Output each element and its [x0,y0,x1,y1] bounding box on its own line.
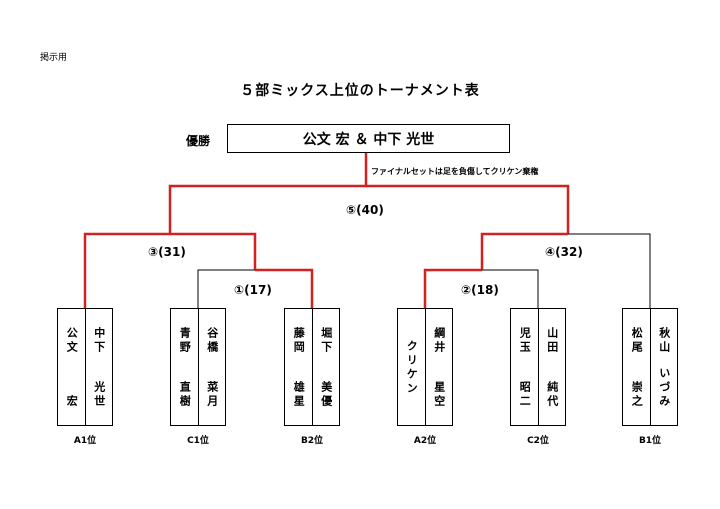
match-label-5: ⑤(40) [346,203,384,217]
seed-label-a1: A1位 [73,436,97,446]
corner-label: 掲示用 [40,53,68,63]
champion-names: 公文 宏 ＆ 中下 光世 [302,131,435,148]
page-title: ５部ミックス上位のトーナメント表 [240,83,480,99]
seed-label-c2: C2位 [527,436,549,446]
player-family: 山田 [545,327,559,355]
seed-label-c1: C1位 [187,436,209,446]
final-note: ファイナルセットは足を負傷してクリケン棄権 [371,167,539,176]
line-semi-right-black [568,233,651,308]
player-family: 青野 [178,327,192,355]
line-final-right [366,184,570,234]
team-box-c2: 児玉昭二 山田純代 [510,308,566,426]
player-family: クリケン [405,340,419,396]
player-family: 綱井 [432,327,446,355]
match-label-3: ③(31) [148,245,186,259]
player-given: 美優 [319,381,333,409]
match-label-1: ①(17) [234,283,272,297]
line-final-left [168,153,368,234]
team-box-b2: 藤岡雄星 堀下美優 [284,308,340,426]
seed-label-a2: A2位 [413,436,437,446]
player-given: 純代 [545,381,559,409]
player-given: いづみ [657,367,671,409]
player-given: 直樹 [178,381,192,409]
player-given: 菜月 [205,381,219,409]
line-m2-right [482,269,539,308]
line-m1-right-red [255,268,314,308]
seed-label-b1: B1位 [638,436,662,446]
line-semi-left-red [83,232,257,308]
champion-box: 公文 宏 ＆ 中下 光世 [227,124,510,153]
team-box-a2: クリケン 綱井星空 [397,308,453,426]
player-family: 児玉 [518,327,532,355]
player-family: 谷橋 [205,327,219,355]
team-box-c1: 青野直樹 谷橋菜月 [170,308,226,426]
player-family: 公文 [65,327,79,355]
player-given: 雄星 [292,381,306,409]
player-given: 光世 [92,381,106,409]
team-box-b1: 松尾崇之 秋山いづみ [622,308,678,426]
player-family: 秋山 [657,327,671,355]
player-given: 崇之 [630,381,644,409]
seed-label-b2: B2位 [300,436,324,446]
match-label-4: ④(32) [545,245,583,259]
player-family: 藤岡 [292,327,306,355]
player-family: 松尾 [630,327,644,355]
match-label-2: ②(18) [461,283,499,297]
line-semi-right-red [480,232,568,270]
line-m1-left [197,269,255,308]
champion-label: 優勝 [186,134,211,148]
player-given: 昭二 [518,381,532,409]
player-given: 星空 [432,381,446,409]
team-box-a1: 公文宏 中下光世 [57,308,113,426]
player-given: 宏 [65,395,79,409]
player-family: 堀下 [319,327,333,355]
line-m2-left-red [423,268,482,308]
player-family: 中下 [92,327,106,355]
